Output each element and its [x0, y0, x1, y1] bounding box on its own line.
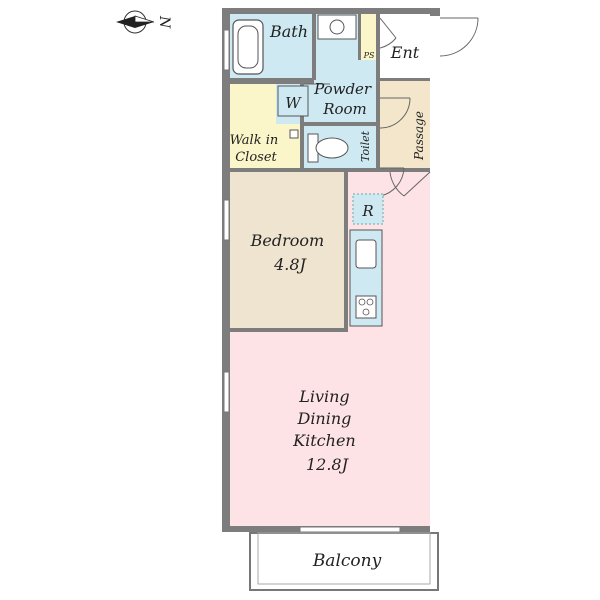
- powder-room-line-2: Room: [322, 100, 367, 118]
- closet-pipe-box: [289, 129, 299, 139]
- bedroom-name: Bedroom: [250, 231, 325, 250]
- bath-label: Bath: [269, 22, 308, 41]
- closet-line-1: Walk in: [230, 133, 279, 148]
- ps-label: PS: [363, 51, 375, 60]
- ps-floor: [360, 14, 378, 60]
- interior-walls: [230, 14, 430, 332]
- bathtub-icon: [232, 19, 264, 75]
- ldk-line-2: Dining: [296, 409, 351, 428]
- closet-line-2: Closet: [235, 150, 277, 165]
- entrance-door-icon: [430, 16, 479, 66]
- toilet-label: Toilet: [359, 130, 372, 162]
- ldk-label: Living Dining Kitchen 12.8J: [292, 387, 361, 474]
- sink-icon: [355, 239, 377, 269]
- entrance-floor: [380, 14, 430, 80]
- entrance-label: Ent: [390, 43, 420, 62]
- passage-label: Passage: [412, 111, 426, 161]
- stove-icon: [355, 295, 377, 319]
- powder-room-line-1: Powder: [313, 80, 372, 98]
- door-swing-icon: [304, 17, 431, 197]
- balcony: [249, 532, 439, 591]
- washer-icon: [277, 85, 309, 117]
- ldk-line-3: Kitchen: [292, 431, 356, 450]
- bedroom-floor: [230, 172, 344, 328]
- compass-label: N: [156, 15, 172, 29]
- north-arrow-icon: [116, 10, 155, 34]
- closet-label: Walk in Closet: [230, 133, 283, 165]
- toilet-icon: [307, 133, 349, 163]
- bedroom-size: 4.8J: [273, 255, 307, 274]
- ldk-floor: [230, 332, 430, 526]
- balcony-label: Balcony: [312, 551, 382, 571]
- refrigerator-icon: [352, 193, 384, 225]
- ldk-line-1: Living: [298, 387, 349, 406]
- powder-room-label: Powder Room: [313, 80, 376, 118]
- refrigerator-label: R: [361, 202, 373, 220]
- washbasin-icon: [317, 14, 357, 40]
- washer-label: W: [285, 94, 302, 112]
- bedroom-label: Bedroom 4.8J: [250, 231, 330, 274]
- ldk-size: 12.8J: [306, 455, 350, 474]
- passage-floor: [380, 80, 430, 168]
- windows: [223, 29, 401, 533]
